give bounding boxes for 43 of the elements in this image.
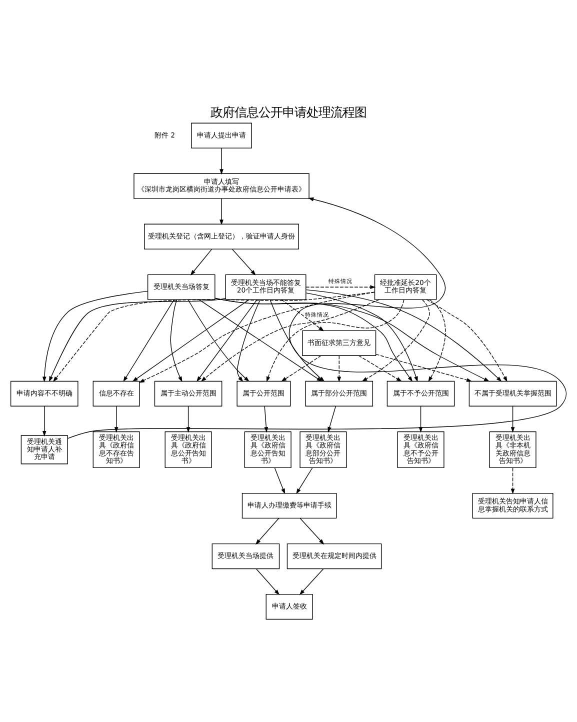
arrow xyxy=(426,298,508,382)
arrow xyxy=(198,298,322,382)
arrow xyxy=(510,405,515,432)
arrow xyxy=(256,568,280,595)
arrow xyxy=(362,298,430,382)
arrow xyxy=(170,298,182,382)
arrow xyxy=(281,354,322,382)
diagram-title: 政府信息公开申请处理流程图 xyxy=(210,104,367,119)
arrow xyxy=(281,298,324,331)
arrow xyxy=(266,298,404,382)
arrow xyxy=(52,291,375,382)
arrow xyxy=(114,405,118,432)
arrow xyxy=(510,467,515,494)
arrow xyxy=(200,298,380,382)
arrow xyxy=(255,518,280,544)
arrow xyxy=(306,292,418,382)
arrow xyxy=(132,298,250,382)
arrow xyxy=(232,248,256,275)
arrow xyxy=(236,298,260,382)
arrow xyxy=(42,290,148,382)
arrow xyxy=(428,298,446,382)
arrow xyxy=(376,353,472,382)
arrow xyxy=(190,248,212,275)
arrow xyxy=(123,298,174,382)
arrow xyxy=(306,284,376,289)
arrow xyxy=(306,289,502,382)
arrow xyxy=(48,297,226,382)
arrow xyxy=(296,467,313,494)
arrow xyxy=(220,147,224,174)
arrow xyxy=(270,298,325,382)
arrow xyxy=(337,354,342,382)
arrow xyxy=(299,568,324,595)
arrow xyxy=(418,405,423,432)
arrow xyxy=(358,354,402,382)
arrow xyxy=(138,291,375,382)
arrow xyxy=(67,196,567,438)
arrow xyxy=(196,298,258,382)
arrow xyxy=(188,298,250,382)
arrow xyxy=(300,518,324,544)
arrow xyxy=(42,405,46,436)
arrow xyxy=(220,198,224,225)
arrow xyxy=(214,297,490,382)
arrow xyxy=(274,467,286,494)
